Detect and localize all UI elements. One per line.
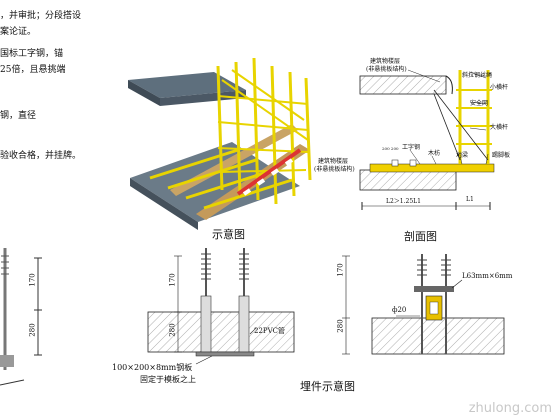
floor-bot-sub-label: (非悬挑板结构) (314, 166, 355, 173)
phi-label: ф20 (392, 306, 407, 314)
embed-left-drawing (147, 248, 295, 365)
plate-label: 100×200×8mm钢板 (112, 363, 193, 372)
embed-left-dim-170: 170 (168, 273, 177, 287)
upper-floor-slab (128, 72, 246, 98)
note-line-2: 案论证。 (0, 27, 37, 37)
l1-label: L1 (466, 196, 474, 203)
embed-left-dim-280: 280 (168, 323, 177, 337)
angle-label: L63mm×6mm (462, 272, 513, 280)
floor-bot-label: 建筑物楼层 (318, 158, 349, 165)
steel-plate (195, 351, 255, 357)
bar-label: 小横杆 (490, 84, 509, 91)
steel-beams (149, 148, 293, 210)
beam-label: 工字钢 (402, 144, 421, 151)
render-caption: 示意图 (212, 228, 245, 241)
note-line-1: ，并审批；分段搭设 (0, 11, 82, 21)
upper-floor (359, 75, 447, 95)
floor-top-sub-label: (非悬挑板结构) (366, 66, 407, 73)
dim-200-label: 200 200 (382, 146, 399, 151)
note-line-3: 国标工字钢，锚 (0, 49, 64, 59)
i-beam (369, 163, 495, 173)
scaffold-ledgers (217, 69, 309, 173)
brace-label: 斜拉钢丝绳 (462, 72, 493, 79)
floor-top-label: 建筑物楼层 (370, 58, 401, 65)
toe-board (236, 148, 302, 196)
embed-caption: 埋件示意图 (300, 380, 355, 393)
l2-label: L2＞1.25L1 (386, 198, 421, 205)
left-edge-dim-280: 280 (28, 323, 37, 337)
section-drawing (359, 69, 495, 210)
base-label: 踢脚板 (492, 152, 511, 159)
watermark: zhulong.com (468, 401, 552, 416)
embed-right-dim-280: 280 (336, 319, 345, 333)
ground-label: 地梁 (456, 152, 469, 159)
wood-label: 木枋 (428, 150, 441, 157)
section-poles (458, 70, 490, 164)
pvc-label: 22PVC管 (254, 327, 286, 335)
lower-floor (359, 169, 457, 191)
embed-right-dim-170: 170 (336, 263, 345, 277)
note-line-4: 25倍，且悬挑端 (0, 65, 66, 75)
note-line-6: 验收合格，并挂牌。 (0, 151, 82, 161)
rail-label: 大横杆 (490, 124, 509, 131)
section-caption: 剖面图 (404, 230, 437, 243)
left-edge-dim-170: 170 (28, 273, 37, 287)
wire-rope (433, 89, 489, 161)
net-label: 安全网 (470, 100, 489, 107)
slab-section (147, 311, 295, 353)
render-3d-illustration (128, 57, 312, 230)
embed-right-drawing (342, 254, 505, 355)
plate-note: 固定于模板之上 (140, 375, 196, 384)
note-line-5: 钢，直径 (0, 111, 37, 121)
left-edge-embed (0, 248, 42, 386)
